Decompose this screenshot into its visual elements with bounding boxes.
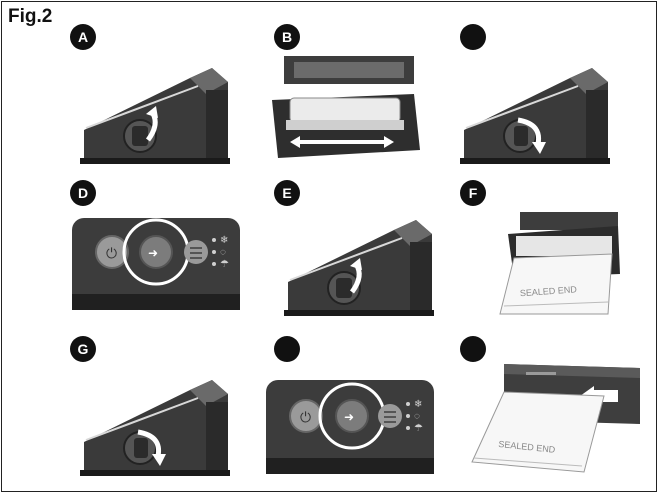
bag: [471, 391, 605, 473]
panel-i-badge: [460, 336, 486, 362]
panel-e-illustration: [284, 220, 434, 316]
seal-button: [335, 399, 369, 433]
arrow-left-icon: [290, 136, 300, 148]
svg-text:❄: ❄: [220, 235, 228, 246]
panel-h-illustration: ⏻ ➜ ❄ ◌ ☂: [266, 380, 434, 474]
svg-text:◌: ◌: [220, 247, 226, 258]
sealed-end-label: SEALED END: [520, 284, 578, 298]
panel-a-illustration: [80, 68, 230, 164]
panel-d-badge: D: [70, 180, 96, 206]
svg-text:◌: ◌: [414, 411, 420, 422]
svg-text:☂: ☂: [414, 423, 423, 434]
bag: [499, 253, 613, 315]
panel-d-illustration: ⏻ ➜ ❄ ◌ ☂: [72, 218, 240, 310]
arrow-right-icon: [384, 136, 394, 148]
panel-i-illustration: SEALED END: [471, 364, 640, 473]
svg-text:➜: ➜: [344, 410, 354, 424]
figure-title: Fig.2: [8, 6, 53, 27]
panel-c-badge: [460, 24, 486, 50]
panel-a-badge: A: [70, 24, 96, 50]
power-button: [95, 235, 129, 269]
svg-text:❄: ❄: [414, 399, 422, 410]
seal-button: [139, 235, 173, 269]
svg-text:⏻: ⏻: [300, 409, 311, 425]
panel-b-badge: B: [274, 24, 300, 50]
power-button: [289, 399, 323, 433]
panel-h-badge: [274, 336, 300, 362]
panel-e-badge: E: [274, 180, 300, 206]
arrow-down-icon: [517, 117, 542, 145]
svg-text:☂: ☂: [220, 259, 229, 270]
panel-g-badge: G: [70, 336, 96, 362]
svg-text:➜: ➜: [148, 246, 158, 260]
panel-g-illustration: [80, 380, 230, 476]
arrow-down-icon: [137, 429, 162, 457]
panel-b-illustration: [272, 56, 420, 158]
panel-c-illustration: [460, 68, 610, 164]
svg-text:⏻: ⏻: [106, 245, 117, 261]
panel-f-badge: F: [460, 180, 486, 206]
bag-roll: [289, 97, 401, 123]
panel-f-illustration: SEALED END: [499, 212, 620, 315]
